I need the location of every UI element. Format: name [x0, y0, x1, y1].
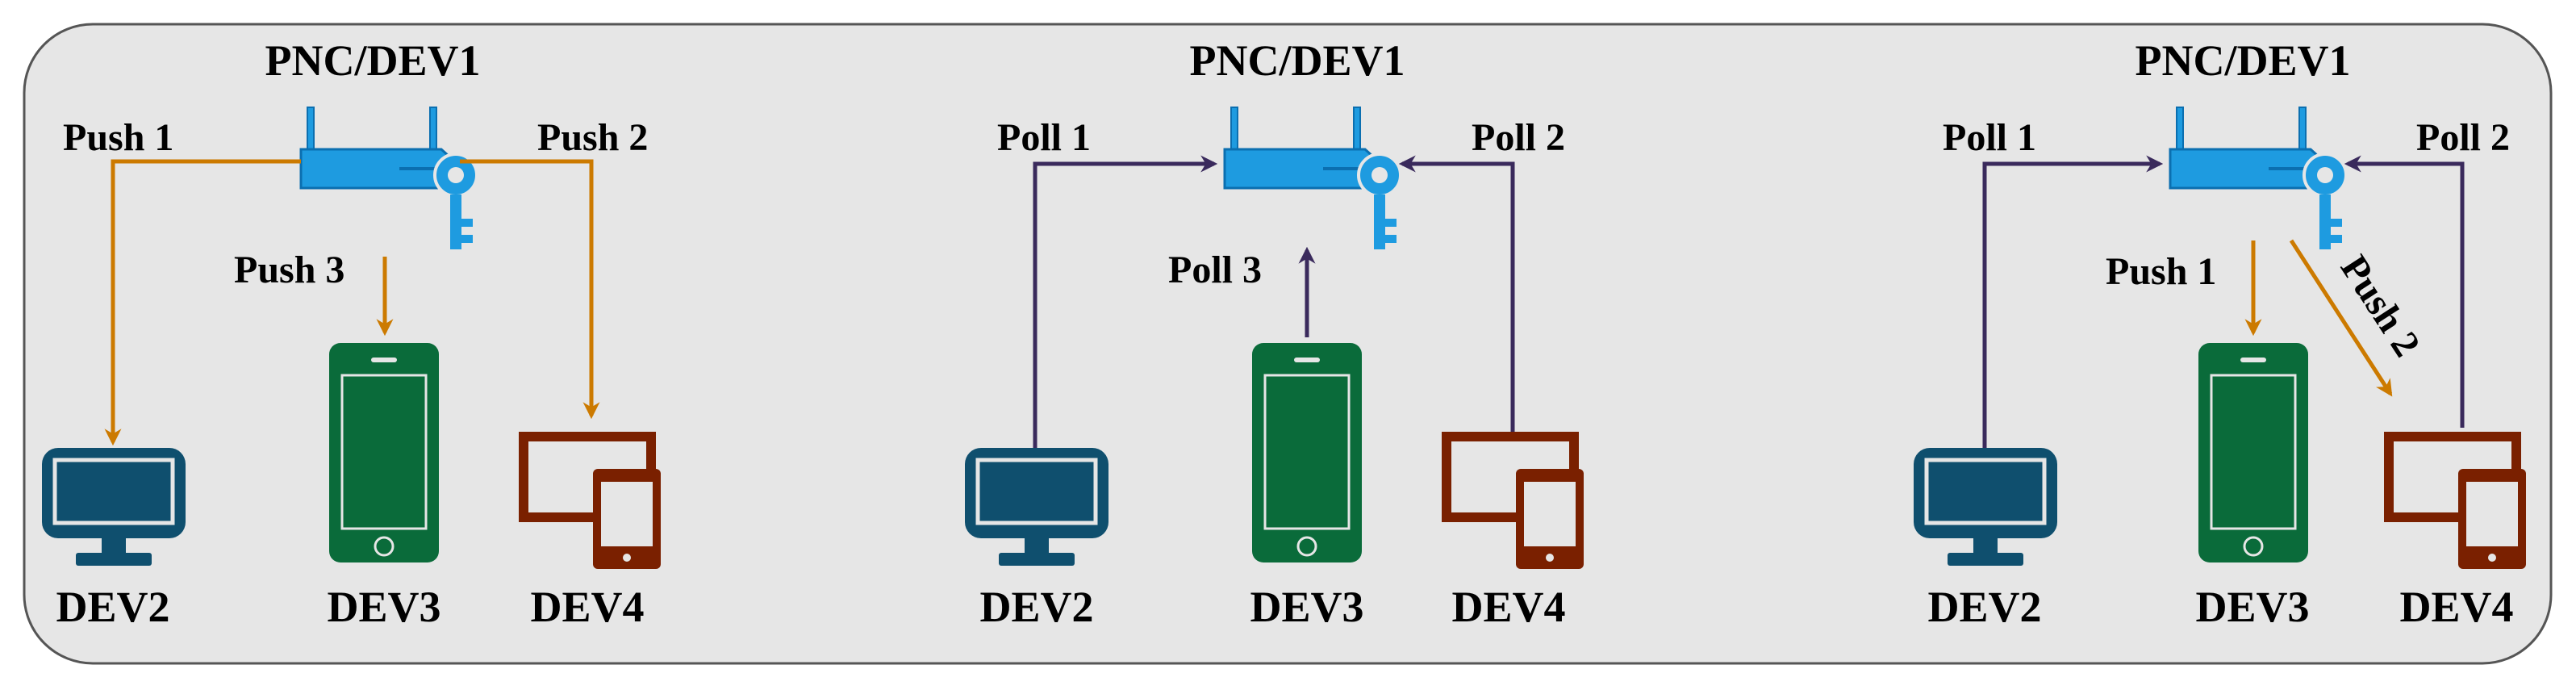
- poll-2-label: Poll 2: [1472, 116, 1565, 159]
- dev2-label: DEV2: [1927, 583, 2041, 631]
- poll-3-label: Poll 3: [1168, 249, 1262, 291]
- phone-icon: [2197, 341, 2310, 564]
- dev2-label: DEV2: [979, 583, 1093, 631]
- poll-2-arrow: [1398, 155, 1515, 432]
- router-label: PNC/DEV1: [1190, 36, 1405, 85]
- dev4-label: DEV4: [530, 583, 644, 631]
- push-1-label: Push 1: [2106, 250, 2216, 293]
- push-2-arrow: [2289, 239, 2393, 397]
- scenario-hybrid: PNC/DEV1 Poll 1 Poll 2 Push 1 Push 2 DEV…: [1914, 36, 2526, 631]
- push-2-label: Push 2: [537, 116, 648, 159]
- poll-1-label: Poll 1: [1943, 116, 2036, 159]
- push-3-label: Push 3: [234, 249, 344, 291]
- dev4-label: DEV4: [2399, 583, 2513, 631]
- scenario-push: PNC/DEV1 Push 1 Push 2 Push 3 DEV2 DEV3 …: [42, 36, 661, 631]
- router-label: PNC/DEV1: [2136, 36, 2351, 85]
- push-1-label: Push 1: [63, 116, 173, 159]
- dev3-label: DEV3: [1250, 583, 1363, 631]
- poll-2-arrow: [2344, 155, 2465, 428]
- dev3-label: DEV3: [327, 583, 440, 631]
- poll-1-label: Poll 1: [997, 116, 1091, 159]
- poll-2-label: Poll 2: [2416, 116, 2510, 159]
- scenario-poll: PNC/DEV1 Poll 1 Poll 2 Poll 3 DEV2 DEV3 …: [965, 36, 1584, 631]
- poll-1-arrow: [1033, 155, 1218, 448]
- router-label: PNC/DEV1: [265, 36, 481, 85]
- phone-icon: [328, 341, 440, 564]
- push-1-arrow: [104, 159, 301, 446]
- phone-icon: [1250, 341, 1363, 564]
- dev2-label: DEV2: [56, 583, 169, 631]
- dev4-label: DEV4: [1451, 583, 1565, 631]
- poll-1-arrow: [1982, 155, 2164, 448]
- dev3-label: DEV3: [2195, 583, 2309, 631]
- push-2-arrow: [460, 159, 600, 420]
